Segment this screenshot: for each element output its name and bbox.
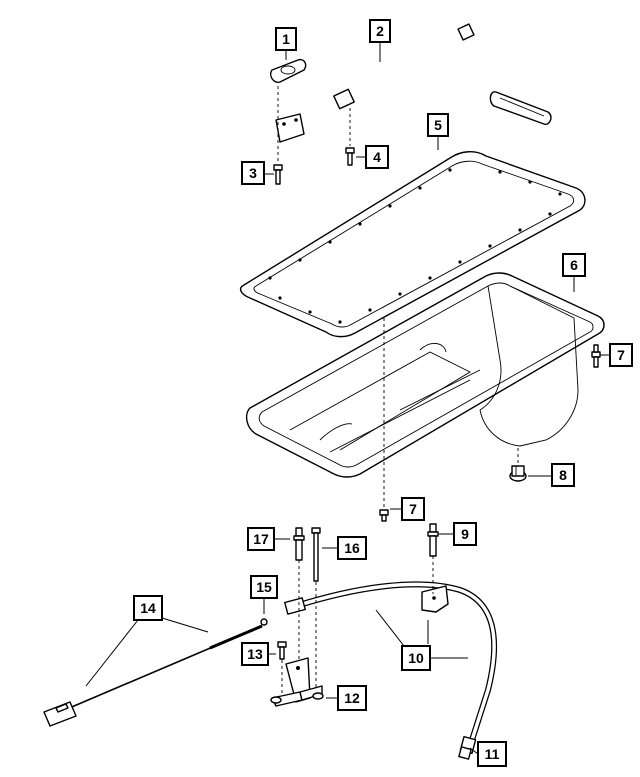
bolt-16 [311, 527, 321, 582]
svg-text:12: 12 [344, 690, 360, 706]
callout-17: 17 [247, 527, 275, 551]
tube-bracket [270, 657, 324, 707]
tube-end-seal [458, 735, 477, 760]
alignment-lines [277, 86, 519, 696]
callout-6: 6 [562, 253, 586, 277]
callout-4: 4 [365, 145, 389, 169]
bolt-4 [345, 147, 355, 166]
stud-9 [427, 523, 439, 557]
oil-pan [245, 272, 605, 478]
leader-lines [85, 42, 610, 755]
drain-plug [509, 465, 527, 482]
bolt-7-lower [379, 509, 389, 522]
svg-text:16: 16 [344, 540, 360, 556]
o-ring [260, 618, 268, 626]
svg-text:15: 15 [256, 579, 272, 595]
callout-5: 5 [427, 113, 449, 137]
bolt-13 [277, 641, 287, 660]
svg-text:14: 14 [140, 600, 156, 616]
bolt-7-upper [591, 344, 601, 368]
dipstick-tube [284, 581, 498, 743]
oil-pickup-tube [275, 23, 552, 143]
svg-text:11: 11 [485, 746, 500, 762]
callout-8: 8 [551, 463, 575, 487]
svg-text:10: 10 [408, 650, 424, 666]
svg-text:7: 7 [617, 347, 625, 363]
callout-7-upper: 7 [609, 343, 633, 367]
callout-14: 14 [133, 595, 163, 621]
callout-3: 3 [241, 161, 265, 185]
callout-7-lower: 7 [401, 497, 425, 521]
callout-2: 2 [369, 19, 391, 43]
callout-1: 1 [275, 27, 297, 51]
callout-10: 10 [401, 645, 431, 671]
svg-text:3: 3 [249, 165, 257, 181]
dipstick [43, 624, 263, 727]
oil-pan-gasket [239, 151, 586, 338]
svg-text:6: 6 [570, 257, 578, 273]
svg-text:17: 17 [253, 531, 269, 547]
pickup-gasket [270, 58, 307, 83]
svg-text:8: 8 [559, 467, 567, 483]
callout-11: 11 [477, 741, 507, 767]
svg-text:9: 9 [461, 526, 469, 542]
svg-text:2: 2 [376, 23, 384, 39]
svg-text:7: 7 [409, 501, 417, 517]
callout-12: 12 [337, 685, 367, 711]
callout-16: 16 [337, 536, 367, 560]
callout-15: 15 [250, 575, 278, 599]
svg-text:5: 5 [434, 117, 442, 133]
callout-9: 9 [453, 522, 477, 546]
bolt-3 [273, 164, 283, 185]
svg-text:1: 1 [282, 31, 290, 47]
svg-text:4: 4 [373, 149, 381, 165]
stud-17 [293, 527, 305, 561]
callout-13: 13 [241, 642, 269, 666]
svg-text:13: 13 [247, 646, 263, 662]
